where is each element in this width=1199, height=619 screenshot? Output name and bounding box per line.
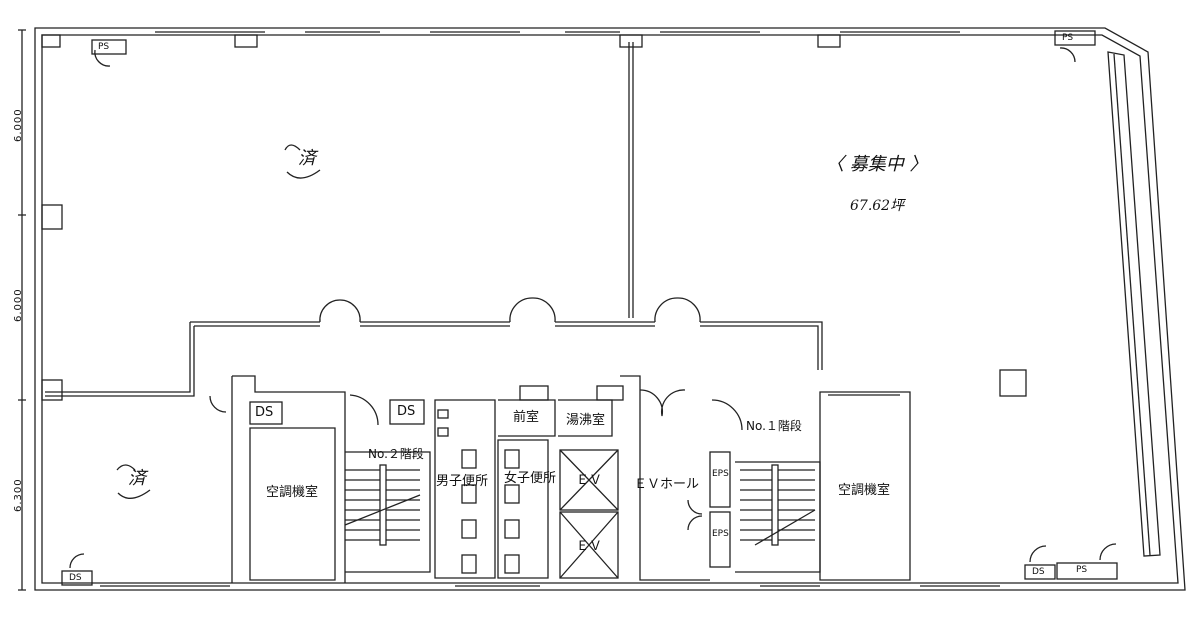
eps-label-2: EPS: [712, 529, 729, 539]
elevator-1: [559, 449, 619, 511]
elevator-1-label: ＥＶ: [576, 473, 603, 488]
stair-1-label: No.１階段: [746, 419, 802, 433]
elevator-2: [559, 511, 619, 579]
ds-label-core-left: DS: [255, 405, 274, 420]
machine-room-left-label: 空調機室: [266, 485, 319, 500]
ps-label-nw: PS: [98, 42, 110, 52]
outer-wall: [34, 27, 1186, 591]
ds-label-sw: DS: [69, 573, 82, 583]
done-mark-north: 済: [298, 148, 316, 169]
dimension-label-3: 6.300: [13, 478, 24, 512]
ps-label-ne: PS: [1062, 33, 1074, 43]
eps-label-1: EPS: [712, 469, 729, 479]
ps-label-se: PS: [1076, 565, 1088, 575]
area-note: 67.62坪: [850, 198, 905, 214]
machine-room-right-label: 空調機室: [838, 483, 891, 498]
recruiting-note: 〈 募集中 〉: [826, 154, 928, 175]
ds-label-core-right: DS: [397, 404, 416, 419]
done-mark-south: 済: [128, 468, 146, 489]
ev-hall-label: ＥＶホール: [634, 477, 700, 492]
women-wc-label: 女子便所: [504, 471, 557, 486]
elevator-2-label: ＥＶ: [576, 539, 603, 554]
ds-label-se: DS: [1032, 567, 1045, 577]
stair-2-label: No.２階段: [368, 447, 424, 461]
dimension-label-1: 6.000: [13, 108, 24, 142]
anteroom-label: 前室: [513, 410, 540, 425]
core-wall: [231, 375, 346, 583]
stair-2: [345, 451, 431, 573]
hot-water-room-label: 湯沸室: [566, 413, 606, 428]
women-wc: [497, 439, 549, 579]
men-wc: [434, 399, 496, 579]
east-curtain-wall: [1107, 51, 1161, 557]
dimension-label-2: 6.000: [13, 288, 24, 322]
corridor-wall: [45, 321, 823, 393]
inner-wall: [41, 34, 1179, 584]
men-wc-label: 男子便所: [436, 474, 489, 489]
